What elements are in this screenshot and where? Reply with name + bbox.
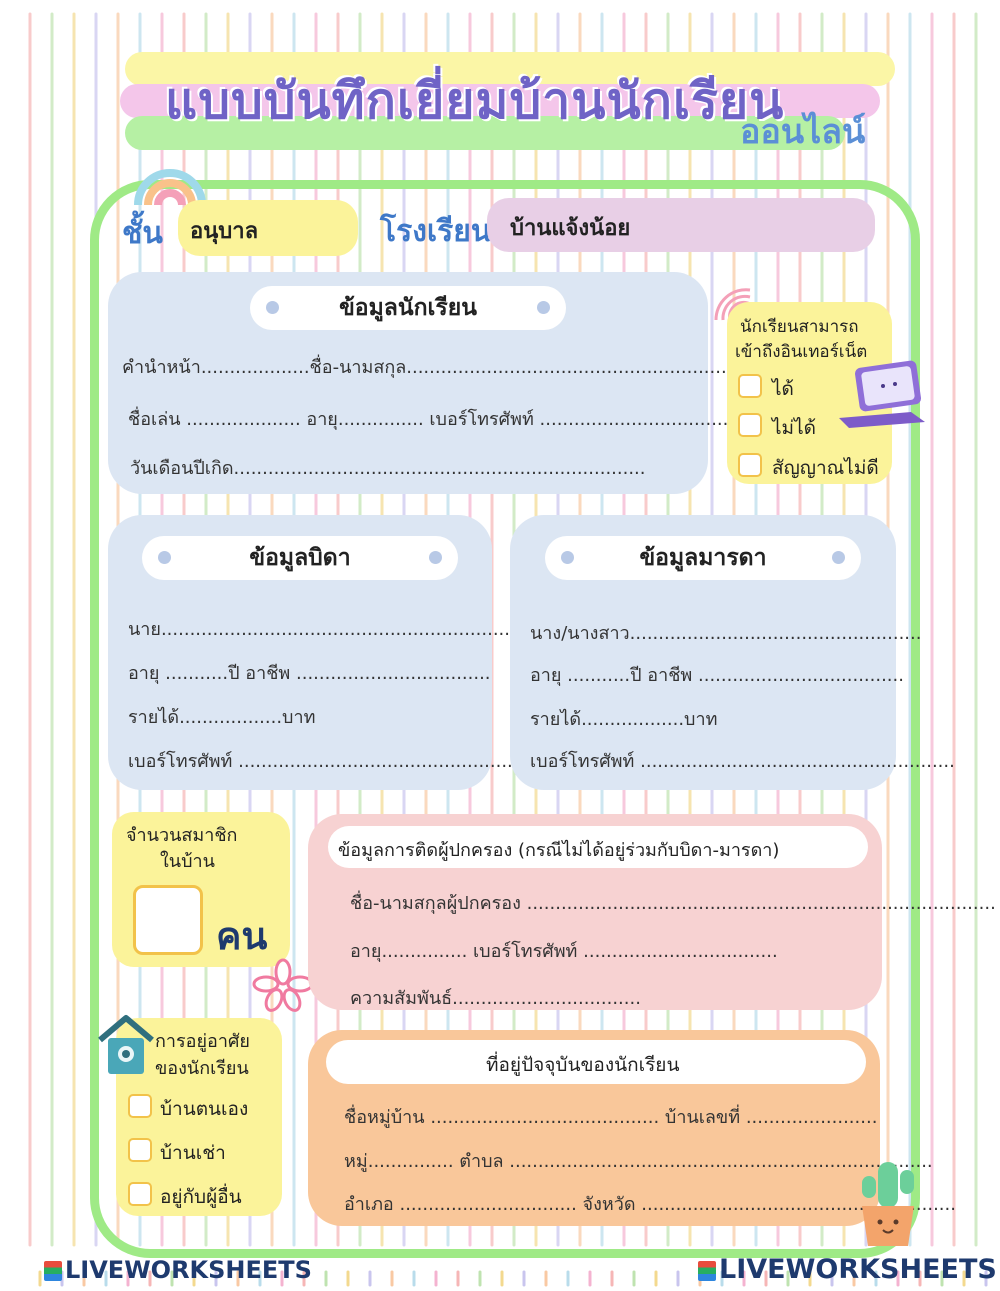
- residence-title-2: ของนักเรียน: [155, 1058, 249, 1079]
- internet-access-title-2: เข้าถึงอินเทอร์เน็ต: [735, 342, 868, 362]
- internet-option-weak-checkbox[interactable]: [738, 453, 762, 477]
- residence-title-1: การอยู่อาศัย: [155, 1031, 250, 1052]
- internet-option-no-checkbox[interactable]: [738, 413, 762, 437]
- guardian-line-age-phone[interactable]: อายุ............... เบอร์โทรศัพท์ ......…: [350, 941, 778, 962]
- heading-dot: [158, 551, 171, 564]
- page-title: แบบบันทึกเยี่ยมบ้านนักเรียน: [165, 72, 785, 130]
- residence-with-others-checkbox[interactable]: [128, 1182, 152, 1206]
- residence-rented-checkbox[interactable]: [128, 1138, 152, 1162]
- student-info-heading: ข้อมูลนักเรียน: [250, 286, 566, 330]
- mother-line-income[interactable]: รายได้..................บาท: [530, 709, 718, 730]
- guardian-line-name[interactable]: ชื่อ-นามสกุลผู้ปกครอง ..................…: [350, 893, 996, 914]
- student-line-birthdate[interactable]: วันเดือนปีเกิด..........................…: [130, 458, 646, 479]
- mother-line-phone[interactable]: เบอร์โทรศัพท์ ..........................…: [530, 751, 955, 772]
- residence-with-others-label: อยู่กับผู้อื่น: [160, 1186, 242, 1208]
- household-title-1: จำนวนสมาชิก: [126, 825, 238, 846]
- school-value: บ้านแจ้งน้อย: [510, 216, 631, 241]
- liveworksheets-logo-icon: [44, 1261, 62, 1281]
- internet-option-no-label: ไม่ได้: [772, 417, 816, 439]
- page-subtitle: ออนไลน์: [740, 112, 866, 152]
- residence-own-home-label: บ้านตนเอง: [160, 1098, 249, 1120]
- father-line-name[interactable]: นาย.....................................…: [128, 619, 591, 640]
- title-band-yellow: [125, 52, 895, 86]
- mother-info-heading-text: ข้อมูลมารดา: [639, 545, 767, 571]
- watermark-left: LIVEWORKSHEETS: [44, 1256, 312, 1284]
- guardian-line-relationship[interactable]: ความสัมพันธ์............................…: [350, 988, 641, 1009]
- mother-line-name[interactable]: นาง/นางสาว..............................…: [530, 623, 922, 644]
- father-line-phone[interactable]: เบอร์โทรศัพท์ ..........................…: [128, 751, 570, 772]
- heading-dot: [561, 551, 574, 564]
- watermark-right: LIVEWORKSHEETS: [698, 1254, 997, 1285]
- grade-field[interactable]: [178, 200, 358, 256]
- residence-rented-label: บ้านเช่า: [160, 1142, 226, 1164]
- cactus-icon: [862, 1162, 914, 1246]
- watermark-right-text: LIVEWORKSHEETS: [719, 1254, 997, 1285]
- school-label: โรงเรียน: [380, 214, 492, 249]
- internet-access-title-1: นักเรียนสามารถ: [740, 317, 859, 337]
- birdhouse-icon: [98, 1015, 154, 1074]
- grade-label: ชั้น: [122, 216, 163, 251]
- mother-info-heading: ข้อมูลมารดา: [545, 536, 861, 580]
- watermark-left-text: LIVEWORKSHEETS: [65, 1256, 312, 1284]
- father-info-heading-text: ข้อมูลบิดา: [249, 545, 351, 571]
- title-band-green: [125, 116, 845, 150]
- student-line-nickname[interactable]: ชื่อเล่น .................... อายุ......…: [128, 409, 735, 430]
- internet-option-yes-checkbox[interactable]: [738, 374, 762, 398]
- internet-option-yes-label: ได้: [772, 378, 794, 400]
- address-heading: [326, 1040, 866, 1084]
- laptop-icon: [839, 360, 925, 428]
- guardian-info-heading: [328, 826, 868, 868]
- father-info-heading: ข้อมูลบิดา: [142, 536, 458, 580]
- heading-dot: [832, 551, 845, 564]
- title-band-pink: [120, 84, 880, 118]
- address-line-moo-tambon[interactable]: หมู่............... ตำบล ...............…: [344, 1151, 933, 1172]
- grade-value: อนุบาล: [190, 219, 259, 244]
- address-line-village[interactable]: ชื่อหมู่บ้าน ...........................…: [344, 1107, 878, 1128]
- rainbow-icon: [134, 169, 206, 206]
- household-count-box[interactable]: [133, 885, 203, 955]
- main-frame: [90, 180, 920, 1258]
- father-line-age-job[interactable]: อายุ ...........ปี อาชีพ ...............…: [128, 663, 491, 684]
- mother-line-age-job[interactable]: อายุ ...........ปี อาชีพ ...............…: [530, 665, 904, 686]
- heading-dot: [537, 301, 550, 314]
- heading-dot: [266, 301, 279, 314]
- household-title-2: ในบ้าน: [160, 851, 215, 872]
- liveworksheets-logo-icon: [698, 1260, 716, 1281]
- guardian-info-heading-text: ข้อมูลการติดผู้ปกครอง (กรณีไม่ได้อยู่ร่ว…: [338, 840, 780, 861]
- address-line-amphoe-province[interactable]: อำเภอ ............................... จั…: [344, 1194, 956, 1215]
- father-line-income[interactable]: รายได้..................บาท: [128, 707, 316, 728]
- student-info-heading-text: ข้อมูลนักเรียน: [339, 295, 477, 321]
- student-line-name[interactable]: คำนำหน้า...................ชื่อ-นามสกุล.…: [122, 357, 876, 378]
- school-field[interactable]: [487, 198, 875, 252]
- household-unit: คน: [216, 914, 268, 958]
- address-heading-text: ที่อยู่ปัจจุบันของนักเรียน: [486, 1054, 680, 1076]
- internet-option-weak-label: สัญญาณไม่ดี: [772, 457, 879, 479]
- heading-dot: [429, 551, 442, 564]
- residence-own-home-checkbox[interactable]: [128, 1094, 152, 1118]
